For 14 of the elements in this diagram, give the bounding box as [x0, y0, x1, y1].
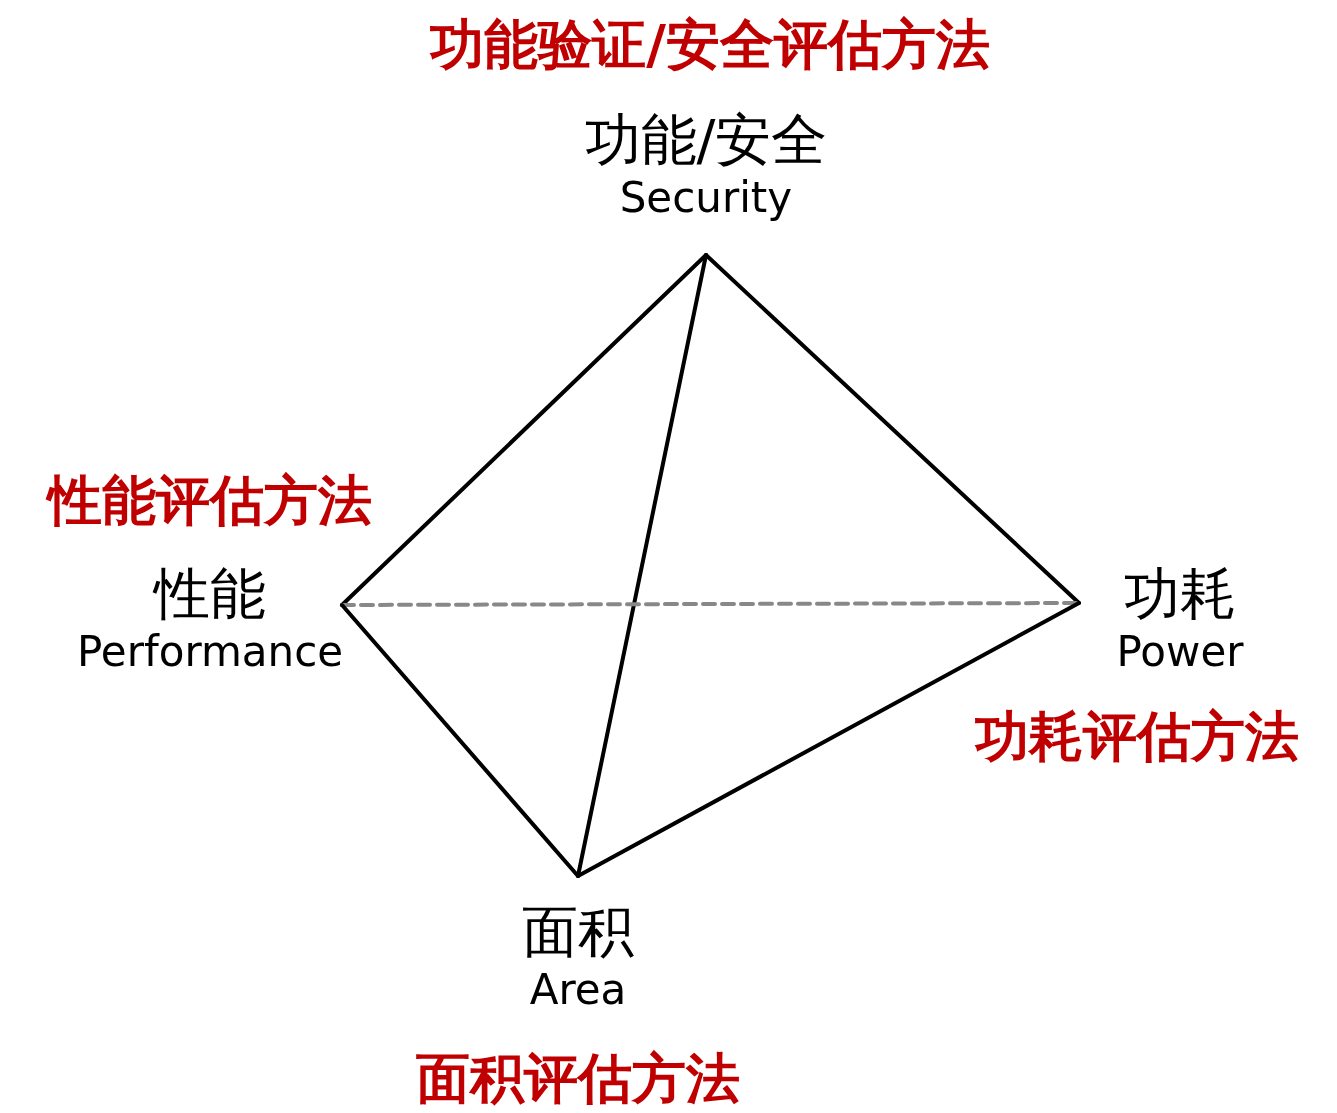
method-label: 功能验证/安全评估方法 [430, 14, 990, 76]
dimension-label: 性能 [152, 562, 268, 626]
edge-line [340, 603, 580, 878]
dimension-label: 功能/安全 [584, 108, 828, 172]
method-label: 功耗评估方法 [975, 706, 1299, 768]
dimension-subtitle: Security [618, 172, 794, 224]
method-label: 面积评估方法 [416, 1048, 740, 1110]
dimension-label: 面积 [522, 900, 634, 964]
dimension-label: 功耗 [1123, 562, 1237, 626]
dimension-subtitle: Performance [77, 626, 344, 678]
dimension-subtitle: Power [1116, 626, 1244, 678]
dimension-subtitle: Area [528, 964, 628, 1016]
edge-line [704, 253, 1081, 605]
edge-line [576, 601, 1081, 878]
